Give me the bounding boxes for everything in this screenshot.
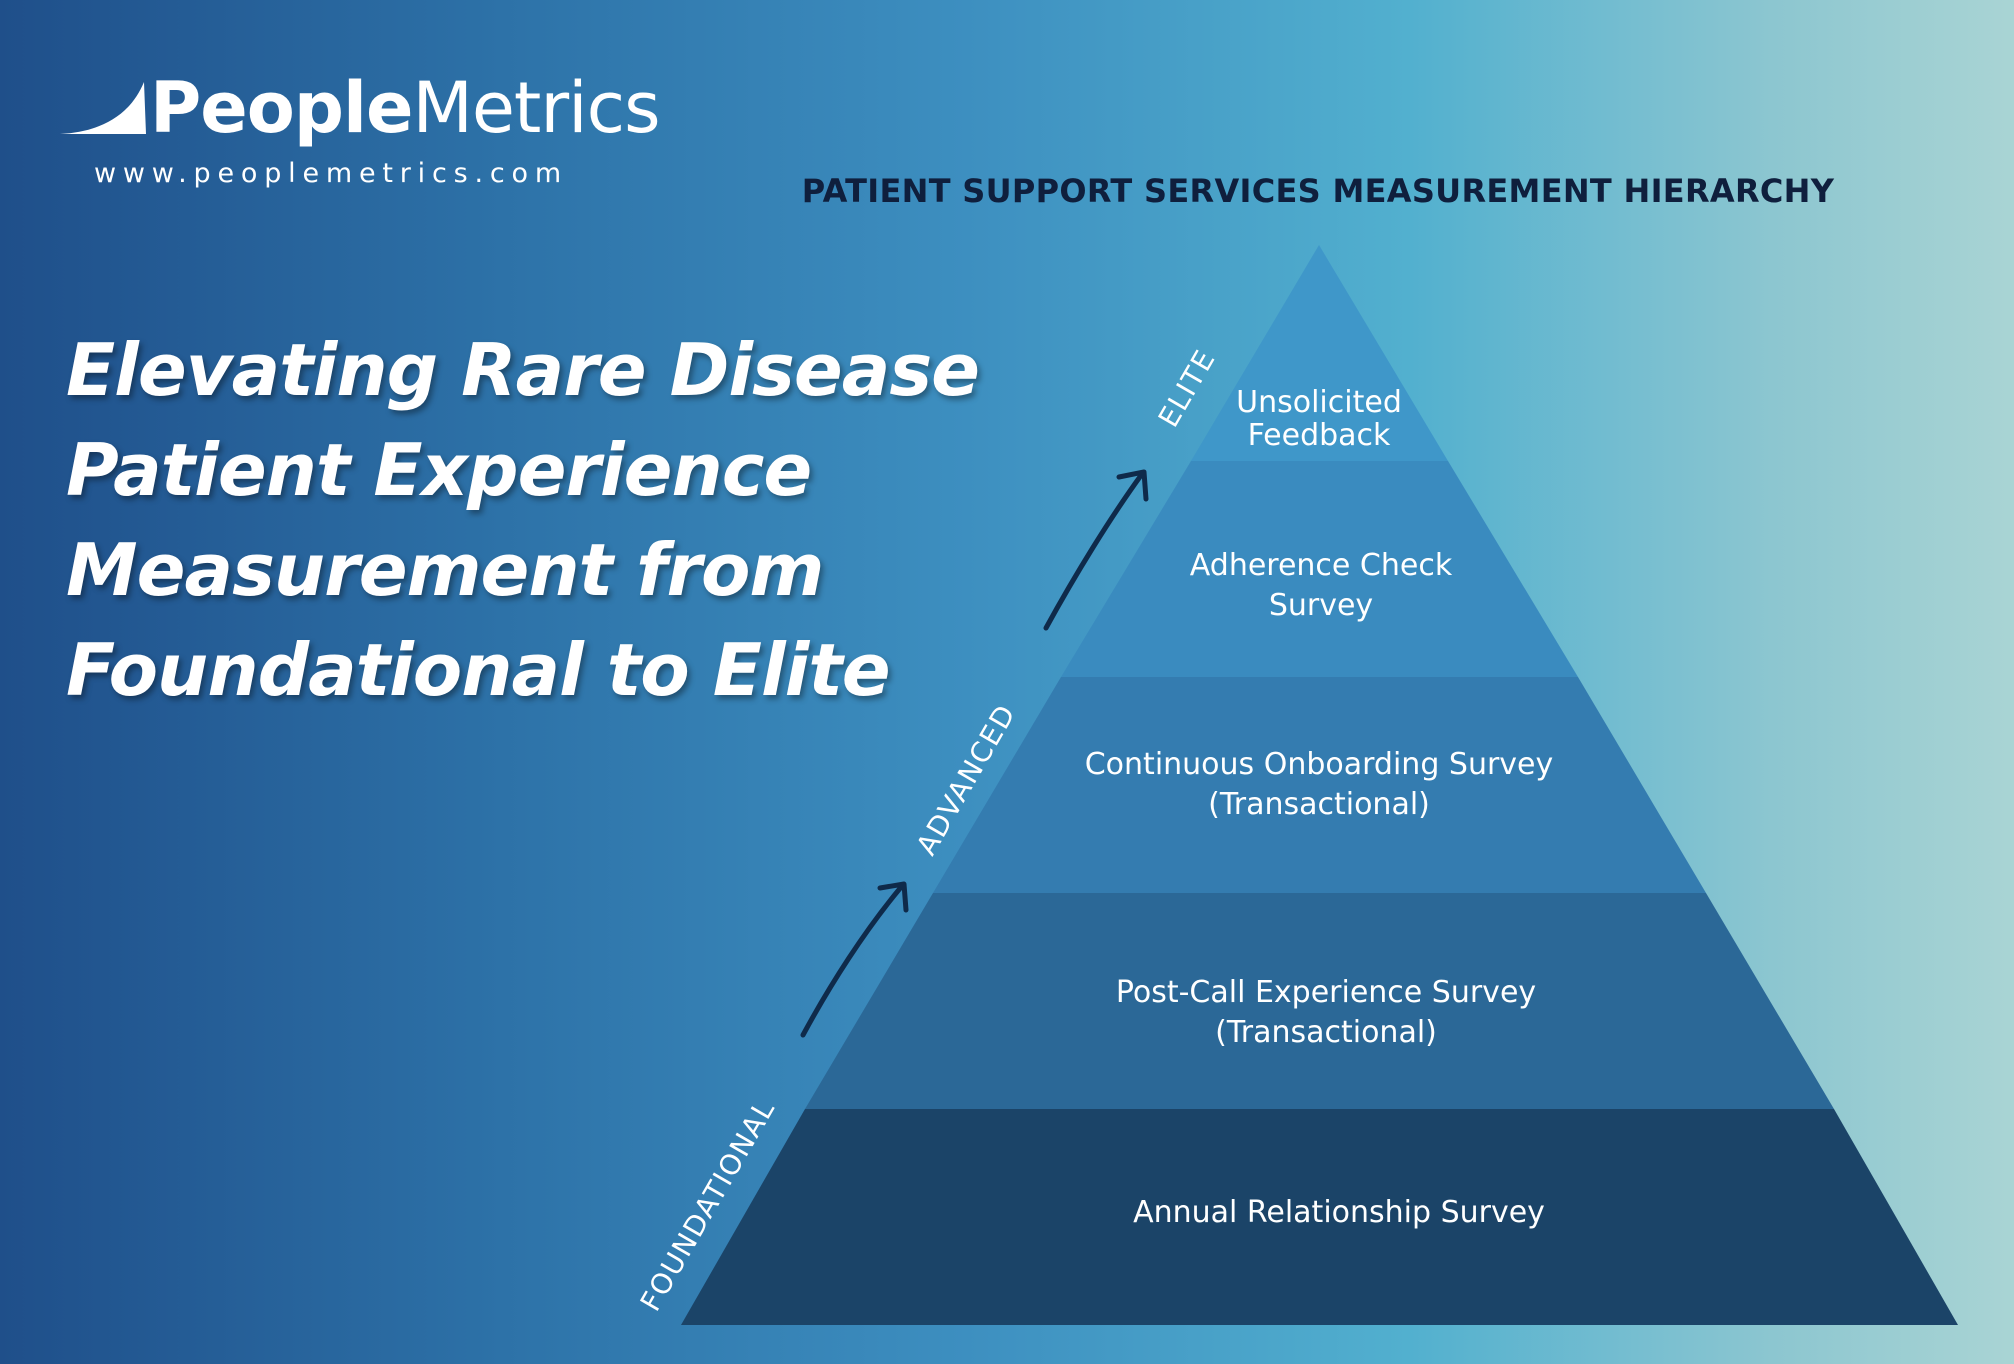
headline-line-1: Elevating Rare Disease bbox=[66, 328, 980, 412]
pyramid-level-3 bbox=[933, 677, 1706, 893]
level-label-1: Unsolicited Feedback bbox=[1169, 386, 1469, 452]
pyramid-level-1 bbox=[1191, 245, 1448, 461]
brand-url: www.peoplemetrics.com bbox=[94, 158, 568, 189]
level-3-line-2: (Transactional) bbox=[1208, 787, 1430, 822]
brand-name: PeopleMetrics bbox=[150, 67, 661, 149]
arrow-head-1 bbox=[877, 881, 909, 913]
level-5-line-1: Annual Relationship Survey bbox=[1133, 1195, 1545, 1230]
headline: Elevating Rare Disease Patient Experienc… bbox=[66, 320, 980, 720]
arrow-head-2 bbox=[1116, 469, 1149, 502]
logo: PeopleMetrics www.peoplemetrics.com bbox=[60, 67, 661, 198]
level-1-line-1: Unsolicited bbox=[1236, 385, 1402, 420]
level-label-3: Continuous Onboarding Survey (Transactio… bbox=[1019, 745, 1619, 825]
headline-line-3: Measurement from bbox=[66, 528, 824, 612]
pyramid-level-4 bbox=[805, 893, 1834, 1109]
level-2-line-2: Survey bbox=[1268, 588, 1374, 623]
brand-name-light: Metrics bbox=[412, 67, 660, 149]
level-4-line-2: (Transactional) bbox=[1215, 1015, 1437, 1050]
headline-line-2: Patient Experience bbox=[66, 428, 812, 512]
level-label-2: Adherence Check Survey bbox=[1121, 546, 1521, 626]
arrow-advanced-to-elite bbox=[1043, 471, 1145, 631]
diagram-title: PATIENT SUPPORT SERVICES MEASUREMENT HIE… bbox=[801, 172, 1835, 210]
level-2-line-1: Adherence Check bbox=[1189, 548, 1453, 583]
level-label-4: Post-Call Experience Survey (Transaction… bbox=[1026, 973, 1626, 1053]
level-label-5: Annual Relationship Survey bbox=[1039, 1193, 1639, 1233]
level-1-line-2: Feedback bbox=[1247, 418, 1391, 453]
pyramid-level-5 bbox=[681, 1109, 1958, 1325]
logo-swoosh-icon bbox=[60, 82, 146, 134]
headline-line-4: Foundational to Elite bbox=[66, 628, 891, 712]
level-3-line-1: Continuous Onboarding Survey bbox=[1084, 747, 1554, 782]
pyramid-level-2 bbox=[1061, 461, 1578, 677]
brand-name-bold: People bbox=[150, 67, 413, 149]
arrow-foundational-to-advanced bbox=[800, 883, 905, 1038]
level-4-line-1: Post-Call Experience Survey bbox=[1115, 975, 1537, 1010]
